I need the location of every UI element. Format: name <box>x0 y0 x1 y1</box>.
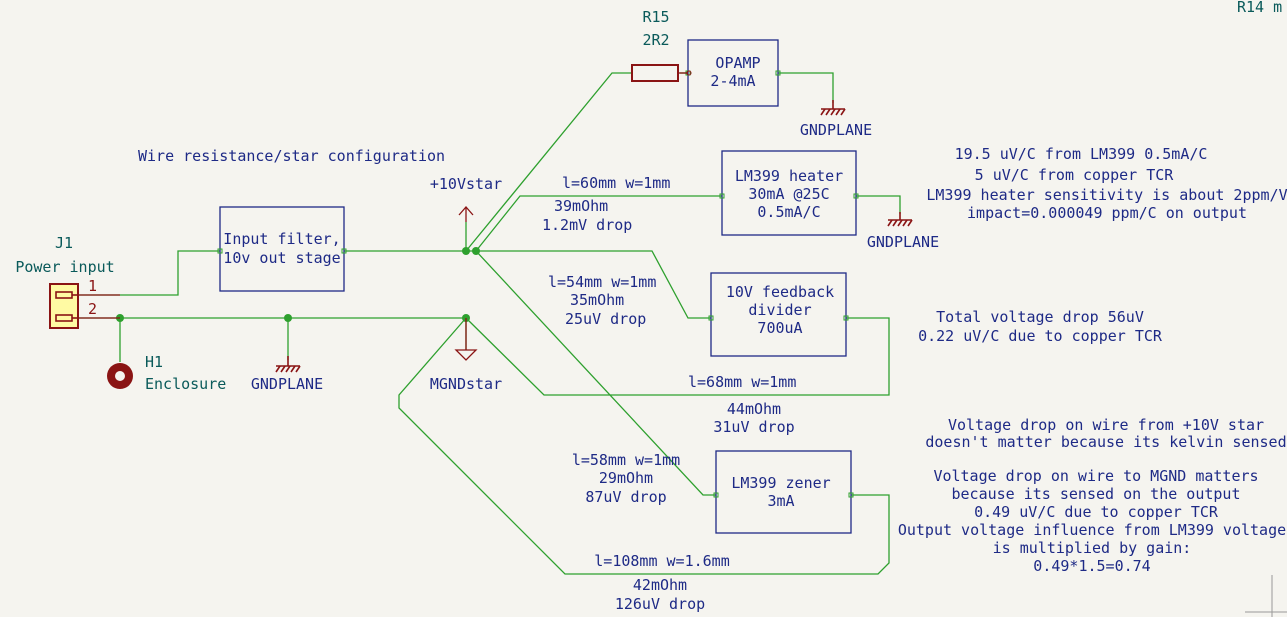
j1-pin1: 1 <box>88 277 97 295</box>
note-heater-tc: 19.5 uV/C from LM399 0.5mA/C 5 uV/C from… <box>926 145 1287 222</box>
feedback-line3: 700uA <box>757 319 802 337</box>
wire-note-zener-resistance: 29mOhm <box>599 469 653 487</box>
wire-note-return108-length: l=108mm w=1.6mm <box>594 552 729 570</box>
note-mgnd-2: because its sensed on the output <box>952 485 1241 503</box>
wire-j1-pin1[interactable] <box>78 250 220 296</box>
junction-gndplane <box>284 314 292 322</box>
note-total-drop: Total voltage drop 56uV 0.22 uV/C due to… <box>918 308 1163 345</box>
wire-to-heater[interactable] <box>475 195 722 252</box>
input-filter-line2: 10v out stage <box>223 249 340 267</box>
wire-note-return108-drop: 126uV drop <box>615 595 705 613</box>
power-10vstar[interactable]: +10Vstar <box>430 175 502 222</box>
wire-note-return-68: l=68mm w=1mm 44mOhm 31uV drop <box>688 373 796 436</box>
junction-10vstar-b <box>472 247 480 255</box>
note-heater-tc-1: 19.5 uV/C from LM399 0.5mA/C <box>955 145 1208 163</box>
junction-10vstar-a <box>462 247 470 255</box>
note-sense-2: doesn't matter because its kelvin sensed <box>925 433 1286 451</box>
wire-note-zener-length: l=58mm w=1mm <box>572 451 680 469</box>
wire-note-heater-resistance: 39mOhm <box>554 197 608 215</box>
r15-value: 2R2 <box>642 31 669 49</box>
resistor-r15[interactable]: R15 2R2 <box>631 8 692 82</box>
wire-feedback-return[interactable] <box>465 317 890 396</box>
gndplane-symbol-j1[interactable]: GNDPLANE <box>251 356 323 393</box>
feedback-line1: 10V feedback <box>726 283 834 301</box>
note-heater-tc-3: LM399 heater sensitivity is about 2ppm/V <box>926 186 1287 204</box>
wire-note-return-108: l=108mm w=1.6mm 42mOhm 126uV drop <box>594 552 729 613</box>
wire-note-zener-drop: 87uV drop <box>585 488 666 506</box>
zener-line2: 3mA <box>767 492 794 510</box>
note-heater-tc-4: impact=0.000049 ppm/C on output <box>967 204 1247 222</box>
gndplane-label-opamp: GNDPLANE <box>800 121 872 139</box>
block-input-filter[interactable]: Input filter, 10v out stage <box>217 206 347 292</box>
note-total-drop-1: Total voltage drop 56uV <box>936 308 1144 326</box>
h1-value: Enclosure <box>145 375 226 393</box>
heater-line2: 30mA @25C <box>748 185 829 203</box>
wire-heater-gnd[interactable] <box>856 195 901 214</box>
note-mgnd-6: 0.49*1.5=0.74 <box>1033 557 1150 575</box>
wire-zener-return[interactable] <box>398 317 890 575</box>
h1-ref: H1 <box>145 353 163 371</box>
note-mgnd-4: Output voltage influence from LM399 volt… <box>898 521 1286 539</box>
j1-ref: J1 <box>55 234 73 252</box>
wire-note-return68-drop: 31uV drop <box>713 418 794 436</box>
wire-to-zener[interactable] <box>475 250 716 496</box>
opamp-line1: OPAMP <box>715 54 760 72</box>
wire-to-feedback[interactable] <box>476 250 711 319</box>
zener-line1: LM399 zener <box>731 474 830 492</box>
r15-ref: R15 <box>642 8 669 26</box>
wire-note-return68-resistance: 44mOhm <box>727 400 781 418</box>
note-heater-tc-2: 5 uV/C from copper TCR <box>975 166 1175 184</box>
wire-note-heater-length: l=60mm w=1mm <box>562 174 670 192</box>
wires <box>78 72 1287 617</box>
wire-note-feedback: l=54mm w=1mm 35mOhm 25uV drop <box>548 273 656 328</box>
note-mgnd-5: is multiplied by gain: <box>993 539 1192 557</box>
power-mgndstar[interactable]: MGNDstar <box>430 318 502 393</box>
wire-note-return68-length: l=68mm w=1mm <box>688 373 796 391</box>
r14-partial-label: R14 m <box>1237 0 1282 16</box>
opamp-line2: 2-4mA <box>710 72 755 90</box>
gndplane-symbol-opamp[interactable]: GNDPLANE <box>800 100 872 139</box>
wire-note-zener: l=58mm w=1mm 29mOhm 87uV drop <box>572 451 680 506</box>
note-sense-1: Voltage drop on wire from +10V star <box>948 416 1264 434</box>
wire-note-feedback-length: l=54mm w=1mm <box>548 273 656 291</box>
power-10vstar-label: +10Vstar <box>430 175 502 193</box>
input-filter-line1: Input filter, <box>223 230 340 248</box>
mounting-hole-h1[interactable]: H1 Enclosure <box>107 353 226 393</box>
block-lm399-heater[interactable]: LM399 heater 30mA @25C 0.5mA/C <box>719 150 859 236</box>
note-mgnd-3: 0.49 uV/C due to copper TCR <box>974 503 1219 521</box>
note-sense: Voltage drop on wire from +10V star does… <box>925 416 1286 451</box>
power-mgndstar-label: MGNDstar <box>430 375 502 393</box>
feedback-line2: divider <box>748 301 811 319</box>
wire-note-heater-drop: 1.2mV drop <box>542 216 632 234</box>
wire-title: Wire resistance/star configuration <box>138 147 445 165</box>
wire-note-feedback-resistance: 35mOhm <box>570 291 624 309</box>
gndplane-label-j1: GNDPLANE <box>251 375 323 393</box>
note-mgnd-1: Voltage drop on wire to MGND matters <box>933 467 1258 485</box>
wire-opamp-gnd[interactable] <box>778 72 834 103</box>
heater-line3: 0.5mA/C <box>757 203 820 221</box>
note-total-drop-2: 0.22 uV/C due to copper TCR <box>918 327 1163 345</box>
wire-note-feedback-drop: 25uV drop <box>565 310 646 328</box>
block-feedback-divider[interactable]: 10V feedback divider 700uA <box>708 272 849 357</box>
block-opamp[interactable]: OPAMP 2-4mA <box>685 39 781 107</box>
heater-line1: LM399 heater <box>735 167 843 185</box>
block-lm399-zener[interactable]: LM399 zener 3mA <box>713 450 854 534</box>
connector-j1[interactable]: J1 Power input 1 2 <box>15 234 120 329</box>
gndplane-symbol-heater[interactable]: GNDPLANE <box>867 212 939 251</box>
gndplane-label-heater: GNDPLANE <box>867 233 939 251</box>
wire-note-heater: l=60mm w=1mm 39mOhm 1.2mV drop <box>542 174 670 234</box>
j1-pin2: 2 <box>88 300 97 318</box>
j1-value: Power input <box>15 258 114 276</box>
wire-to-r15[interactable] <box>465 72 632 252</box>
wire-note-return108-resistance: 42mOhm <box>633 576 687 594</box>
note-mgnd: Voltage drop on wire to MGND matters bec… <box>898 467 1286 575</box>
